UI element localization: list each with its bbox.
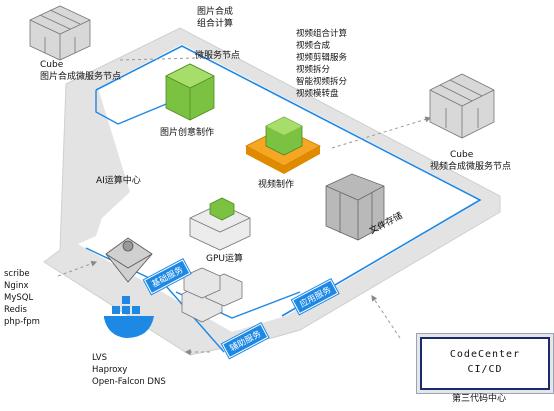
- gpu-label: GPU运算: [206, 254, 243, 264]
- cube-right-label: Cube: [450, 150, 474, 160]
- cube-cluster-right: [429, 73, 495, 139]
- bottom-stack-item: LVS: [92, 353, 108, 363]
- image-compose-top-label: 图片合成 组合计算: [197, 7, 234, 29]
- codecenter-subtitle: CI/CD: [467, 364, 503, 375]
- left-stack-item: scribe: [4, 269, 30, 279]
- green-box-image: [165, 63, 215, 121]
- video-list-item: 视频拆分: [296, 65, 331, 75]
- bottom-stack-item: Open-Falcon DNS: [92, 377, 166, 387]
- codecenter-box: CodeCenter CI/CD: [420, 337, 550, 390]
- left-stack-list: scribe Nginx MySQL Redis php-fpm: [4, 268, 40, 328]
- video-making-icon: [245, 116, 321, 174]
- code-management-label: 第三代码中心: [452, 394, 507, 404]
- bottom-stack-list: LVS Haproxy Open-Falcon DNS: [92, 352, 166, 388]
- cube-right-desc: 视频合成微服务节点: [430, 162, 512, 172]
- video-list-item: 视频合成: [296, 41, 331, 51]
- video-making-label: 视频制作: [258, 180, 295, 190]
- cube-left-label: Cube: [40, 60, 64, 70]
- connector-codecenter: [371, 295, 401, 339]
- left-stack-item: php-fpm: [4, 317, 40, 327]
- cube-cluster-left: [29, 5, 91, 61]
- video-list-item: 智能视频拆分: [296, 77, 348, 87]
- left-stack-item: Redis: [4, 305, 27, 315]
- gpu-icon: [189, 197, 251, 251]
- blue-border-top: [95, 45, 482, 317]
- cube-left-desc: 图片合成微服务节点: [40, 72, 122, 82]
- video-list-item: 视频模转盘: [296, 89, 339, 99]
- video-list-item: 视频剪辑服务: [296, 53, 348, 63]
- left-stack-item: MySQL: [4, 293, 34, 303]
- aux-servers-icon: [181, 267, 243, 323]
- docker-icon: [104, 296, 154, 338]
- blue-border-left: [95, 89, 201, 125]
- router-icon: [105, 237, 153, 283]
- image-creative-label: 图片创意制作: [160, 128, 215, 138]
- left-stack-item: Nginx: [4, 281, 29, 291]
- codecenter-title: CodeCenter: [449, 349, 521, 360]
- connector-left-cube: [119, 57, 197, 61]
- connector-right-cube: [331, 116, 432, 149]
- connector-left-stack: [57, 260, 98, 277]
- micro-service-node-label: 微服务节点: [195, 51, 241, 61]
- video-list-item: 视频组合计算: [296, 29, 348, 39]
- ai-center-label: AI运算中心: [96, 176, 141, 186]
- file-storage-icon: [325, 173, 385, 241]
- video-service-list: 视频组合计算 视频合成 视频剪辑服务 视频拆分 智能视频拆分 视频模转盘: [296, 28, 347, 100]
- bottom-stack-item: Haproxy: [92, 365, 128, 375]
